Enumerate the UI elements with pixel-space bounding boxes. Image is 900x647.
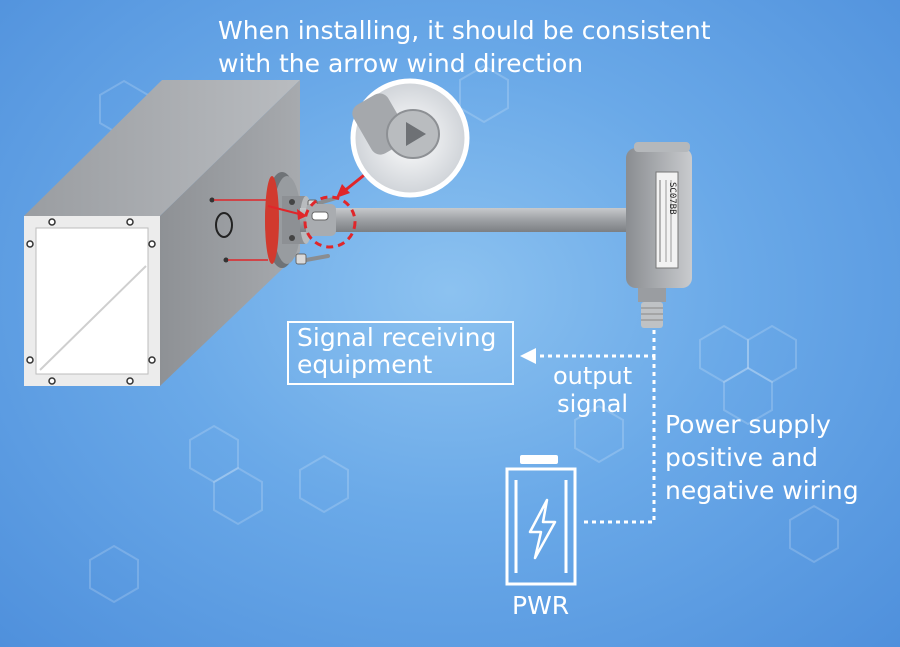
signal-equipment-line1: Signal receiving bbox=[297, 323, 497, 352]
power-wiring-line3: negative wiring bbox=[665, 476, 859, 505]
power-wiring-line1: Power supply bbox=[665, 410, 831, 439]
mounting-flange bbox=[265, 172, 312, 268]
signal-equipment-label: Signal receiving equipment bbox=[297, 324, 496, 378]
probe-tube bbox=[300, 204, 640, 236]
output-signal-wire bbox=[534, 330, 656, 358]
output-signal-line1: output bbox=[553, 362, 633, 390]
install-note: When installing, it should be consistent… bbox=[218, 14, 711, 80]
wiring-lines bbox=[534, 330, 656, 524]
signal-equipment-box bbox=[287, 321, 514, 385]
install-note-line2: with the arrow wind direction bbox=[218, 49, 584, 78]
signal-equipment-line2: equipment bbox=[297, 350, 433, 379]
output-signal-label: output signal bbox=[553, 362, 632, 418]
power-wiring-label: Power supply positive and negative wirin… bbox=[665, 408, 859, 507]
output-signal-line2: signal bbox=[557, 390, 629, 418]
air-duct bbox=[24, 80, 300, 386]
power-wiring-line2: positive and bbox=[665, 443, 819, 472]
install-note-line1: When installing, it should be consistent bbox=[218, 16, 711, 45]
zoom-lens bbox=[350, 78, 470, 198]
lightning-icon bbox=[528, 498, 557, 560]
sensor-model-label: SC07BB bbox=[667, 182, 677, 215]
sensor-housing bbox=[626, 142, 692, 328]
signal-arrowhead bbox=[520, 348, 536, 364]
battery-icon bbox=[505, 455, 577, 586]
battery-label: PWR bbox=[512, 591, 570, 620]
